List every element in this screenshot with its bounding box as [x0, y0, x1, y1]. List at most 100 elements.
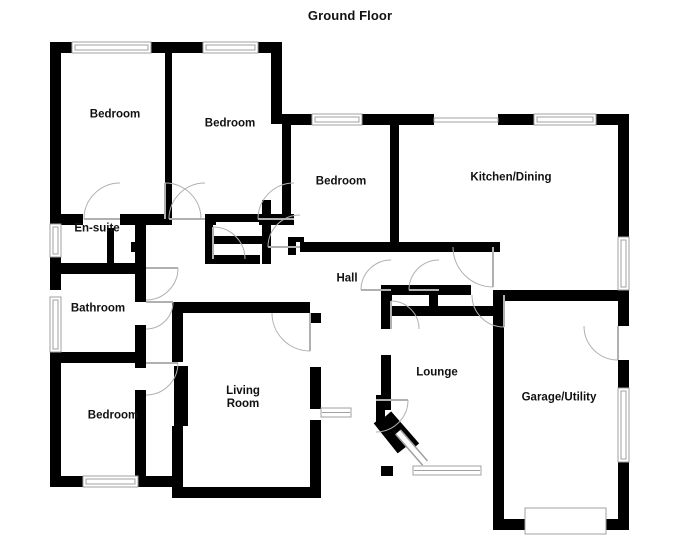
- living-left-a: [172, 302, 183, 362]
- wall-bedbl-south-a: [50, 476, 83, 487]
- door-wc-2-arc: [408, 259, 440, 291]
- lounge-left-a: [381, 316, 391, 329]
- window-bedroom-center-top: [311, 113, 363, 126]
- wall-bedbl-east: [135, 363, 146, 368]
- garage-door: [524, 507, 607, 535]
- exterior-right-c: [618, 360, 629, 388]
- door-bedroom-top-mid-a: [164, 182, 202, 220]
- exterior-left-upper: [50, 42, 61, 214]
- living-right-b: [310, 367, 321, 409]
- door-bedroom-top-left: [83, 182, 121, 220]
- closet-block-1-mid: [205, 236, 262, 244]
- window-kitchen-top-sash: [536, 116, 594, 123]
- living-left-b: [172, 426, 183, 498]
- exterior-top-left-c: [258, 42, 282, 53]
- garage-door-layer: [524, 507, 607, 535]
- exterior-top-left-a: [50, 42, 72, 53]
- wall-bed1-south-a: [50, 214, 83, 225]
- door-garage-side-arc: [583, 325, 619, 361]
- exterior-right-a: [618, 114, 629, 237]
- exterior-top-left-b: [151, 42, 203, 53]
- door-wc-1-arc: [360, 259, 392, 291]
- window-ensuite-left: [49, 223, 62, 258]
- window-bedroom-bl-bottom: [82, 475, 139, 488]
- exterior-right-b: [618, 290, 629, 326]
- door-closet-hall-arc: [267, 214, 301, 248]
- wall-bed1-bed2-vert: [165, 42, 172, 222]
- door-kitchen-hall-arc: [452, 246, 494, 288]
- window-bathroom-left-sash: [52, 299, 59, 350]
- door-bedroom-center: [257, 182, 295, 220]
- door-closet-inner: [212, 226, 246, 260]
- living-bottom: [172, 487, 321, 498]
- lounge-left-b: [381, 355, 391, 410]
- living-left-chimney: [174, 366, 188, 426]
- living-right-c: [310, 420, 321, 498]
- door-bedroom-bl: [145, 362, 179, 396]
- closet-small-top: [288, 237, 304, 242]
- wall-bath-south-a: [50, 352, 146, 363]
- door-bedroom-top-mid-b-arc: [168, 182, 206, 220]
- door-bathroom: [145, 301, 174, 330]
- door-bedroom-top-mid-b: [168, 182, 206, 220]
- page-title: Ground Floor: [307, 8, 393, 23]
- door-garage-inner-arc: [471, 294, 505, 328]
- window-garage-right-sash: [620, 390, 627, 460]
- hall-door-jamb: [376, 395, 385, 423]
- wc-wall-c: [437, 285, 471, 295]
- window-bedroom-bl-bottom-sash: [85, 478, 136, 485]
- walls-layer: [50, 42, 629, 530]
- wall-ensuite-south: [50, 263, 146, 274]
- window-garage-right: [617, 387, 630, 463]
- window-ensuite-left-sash: [52, 226, 59, 255]
- door-lounge: [390, 300, 420, 330]
- door-kitchen-hall: [452, 246, 494, 288]
- exterior-right-d: [618, 462, 629, 530]
- door-living-room-arc: [271, 312, 311, 352]
- wall-hall-north: [300, 242, 500, 252]
- living-right-a: [310, 313, 321, 323]
- closet-block-1-bottom: [205, 255, 260, 264]
- window-bedroom-top-mid: [202, 41, 259, 54]
- closet-block-2-vert: [262, 200, 271, 264]
- window-kitchen-right: [617, 236, 630, 291]
- hall-diagonal: [373, 416, 407, 454]
- closet-block-1-vert: [205, 214, 213, 264]
- kitchen-top-c: [498, 114, 534, 125]
- wall-hall-north-b: [131, 242, 143, 252]
- door-swings-layer: [83, 182, 619, 433]
- door-bathroom-arc: [145, 301, 174, 330]
- hall-lounge-vert: [381, 285, 392, 313]
- living-top-wall: [172, 302, 310, 313]
- door-ensuite: [145, 267, 179, 301]
- exterior-right-of-bed2: [271, 42, 282, 124]
- bay-window-diagonal-inner: [396, 430, 427, 465]
- window-kitchen-top: [533, 113, 597, 126]
- door-wc-2: [408, 259, 440, 291]
- lounge-bottom-stub: [381, 466, 393, 476]
- door-lounge-arc: [390, 300, 420, 330]
- door-bedroom-center-arc: [257, 182, 295, 220]
- window-bedroom-top-mid-sash: [205, 44, 256, 51]
- wall-ensuite-inner: [107, 228, 114, 264]
- door-ensuite-arc: [145, 267, 179, 301]
- wall-bath-east-b: [135, 325, 146, 358]
- wc-wall-vert-1: [429, 285, 438, 315]
- windows-layer: [49, 41, 630, 488]
- door-hall-lounge: [375, 399, 409, 433]
- door-bedroom-top-mid-a-arc: [164, 182, 202, 220]
- door-bedroom-top-left-arc: [83, 182, 121, 220]
- door-living-room: [271, 312, 311, 352]
- living-hall-slider: [320, 407, 352, 418]
- door-hall-lounge-arc: [375, 399, 409, 433]
- window-bedroom-top-left: [71, 41, 152, 54]
- wall-bath-east: [135, 274, 146, 302]
- door-closet-inner-arc: [212, 226, 246, 260]
- exterior-left-bath-a: [50, 352, 61, 487]
- door-closet-hall: [267, 214, 301, 248]
- exterior-bottom-garage-b: [606, 519, 629, 530]
- bay-window-bottom: [412, 465, 482, 476]
- wall-bedbl-east-b: [135, 390, 146, 487]
